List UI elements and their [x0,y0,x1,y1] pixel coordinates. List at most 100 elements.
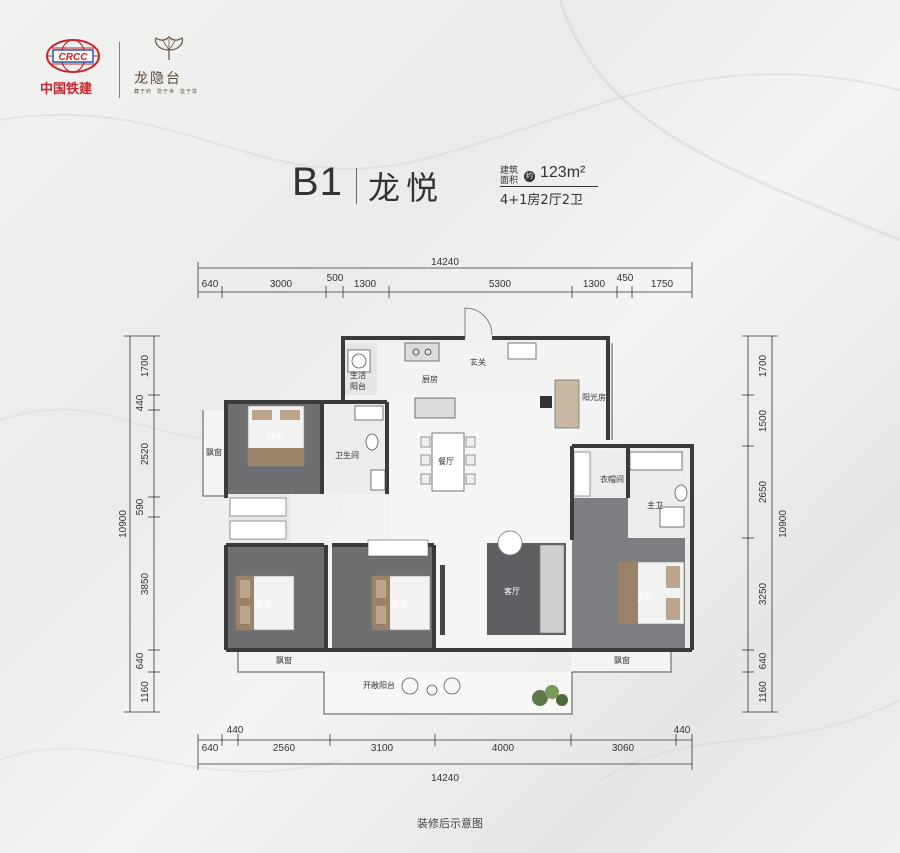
unit-layout: 4+1房2厅2卫 [500,193,583,208]
right-dim-5: 640 [758,652,769,669]
top-dim-3: 500 [327,273,344,284]
left-dim-3: 2520 [140,442,151,465]
area-about-badge: 约 [524,171,535,182]
title-divider [356,168,357,204]
room-bay-window-left: 飘窗 [206,447,222,457]
shower-icon [370,469,386,491]
master-toilet-icon [674,484,688,502]
desk-icon [554,379,580,429]
crcc-logo: CRCC [44,38,102,74]
top-dim-5: 5300 [489,279,512,290]
right-total-dim: 10900 [778,510,789,538]
ginkgo-leaf-icon [154,36,184,60]
top-dim-7: 450 [617,273,634,284]
area-underline [500,186,598,187]
master-corridor-floor [572,498,628,538]
side-table-icon [426,684,438,696]
bottom-dim-4: 3100 [371,743,394,754]
left-dim-5: 3850 [140,572,151,595]
washing-machine-icon [347,349,371,373]
left-dim-7: 1160 [140,681,151,703]
left-dim-4: 590 [135,498,146,515]
left-dim-6: 640 [135,652,146,669]
room-entrance: 玄关 [470,357,486,367]
bay-window-bottom-right-floor [571,651,671,671]
left-dim-2: 440 [135,394,146,411]
bay-window-left-floor [203,410,226,496]
right-dimensions [742,335,778,713]
washbasin-icon [354,405,384,421]
room-master-bedroom: 主卧 [637,592,653,602]
slogan-1: 藏于府 [134,89,153,95]
bottom-dim-7: 440 [674,725,691,736]
room-bay-window-bottom-left: 飘窗 [276,655,292,665]
area-label: 建筑 面积 [500,166,518,186]
master-basin-icon [659,506,685,528]
slogan-3: 鉴于境 [180,89,199,95]
bottom-dim-5: 4000 [492,743,515,754]
sofa-icon [539,544,565,634]
right-dim-2: 1500 [758,409,769,432]
bay-window-bottom-left-floor [238,651,324,671]
room-bathroom: 卫生间 [335,450,359,460]
tv-cabinet-icon [440,565,445,635]
brand-divider [119,42,120,98]
master-shower-icon [629,451,683,471]
room-open-balcony: 开敞阳台 [363,680,395,690]
room-bedroom-mid-left: 卧室 [256,599,272,609]
footer-caption: 装修后示意图 [417,817,483,830]
bottom-total-dim: 14240 [431,773,459,784]
top-dim-8: 1750 [651,279,674,290]
room-living: 客厅 [504,586,520,596]
unit-name: 龙悦 [368,169,445,207]
bed-top-icon [247,405,305,467]
room-walk-in-closet: 衣帽间 [600,474,624,484]
room-sunroom: 阳光房 [582,392,606,402]
right-dim-4: 3250 [758,582,769,605]
slogan-2: 隐于世 [157,89,176,95]
kitchen-sink-icon [414,397,456,419]
unit-code: B1 [292,160,343,204]
room-bedroom-top: 卧室 [267,432,283,442]
bed-master-icon [617,561,685,625]
bed-mid-left-icon [235,575,295,631]
top-dim-1: 640 [202,279,219,290]
left-dim-1: 1700 [140,354,151,377]
area-value: 123m² [540,164,586,181]
bed-mid-right-icon [371,575,431,631]
top-total-dim: 14240 [431,257,459,268]
coffee-table-icon [497,530,523,556]
chair-icon [540,396,552,408]
bottom-dim-3: 2560 [273,743,296,754]
top-dim-4: 1300 [354,279,377,290]
wardrobe-icon [229,451,591,557]
developer-name: 中国铁建 [40,82,93,97]
project-name: 龙隐台 [134,71,182,87]
cooktop-icon [404,342,440,362]
thin-walls [202,343,672,715]
room-bay-window-bottom-right: 飘窗 [614,655,630,665]
room-utility-balcony-1: 生活 [350,370,366,380]
top-dimensions [197,262,693,298]
dining-table-icon [431,432,465,492]
room-utility-balcony-2: 阳台 [350,381,366,391]
room-kitchen: 厨房 [422,374,438,384]
room-bedroom-mid-right: 卧室 [392,599,408,609]
left-total-dim: 10900 [118,510,129,538]
room-dining: 餐厅 [438,457,454,466]
top-dim-2: 3000 [270,279,293,290]
bottom-dimensions [197,734,693,770]
bottom-dim-1: 640 [202,743,219,754]
toilet-icon [365,433,379,451]
lounge-chair-icon [401,677,419,695]
right-dim-3: 2650 [758,480,769,503]
top-dim-6: 1300 [583,279,606,290]
crcc-logo-text: CRCC [59,52,89,63]
globe-icon: CRCC [46,39,100,73]
plants-icon [532,685,568,706]
right-dim-1: 1700 [758,354,769,377]
area-label-line-1: 建筑 [500,166,519,176]
dining-chairs-icon [420,436,476,485]
right-dim-6: 1160 [758,681,769,703]
